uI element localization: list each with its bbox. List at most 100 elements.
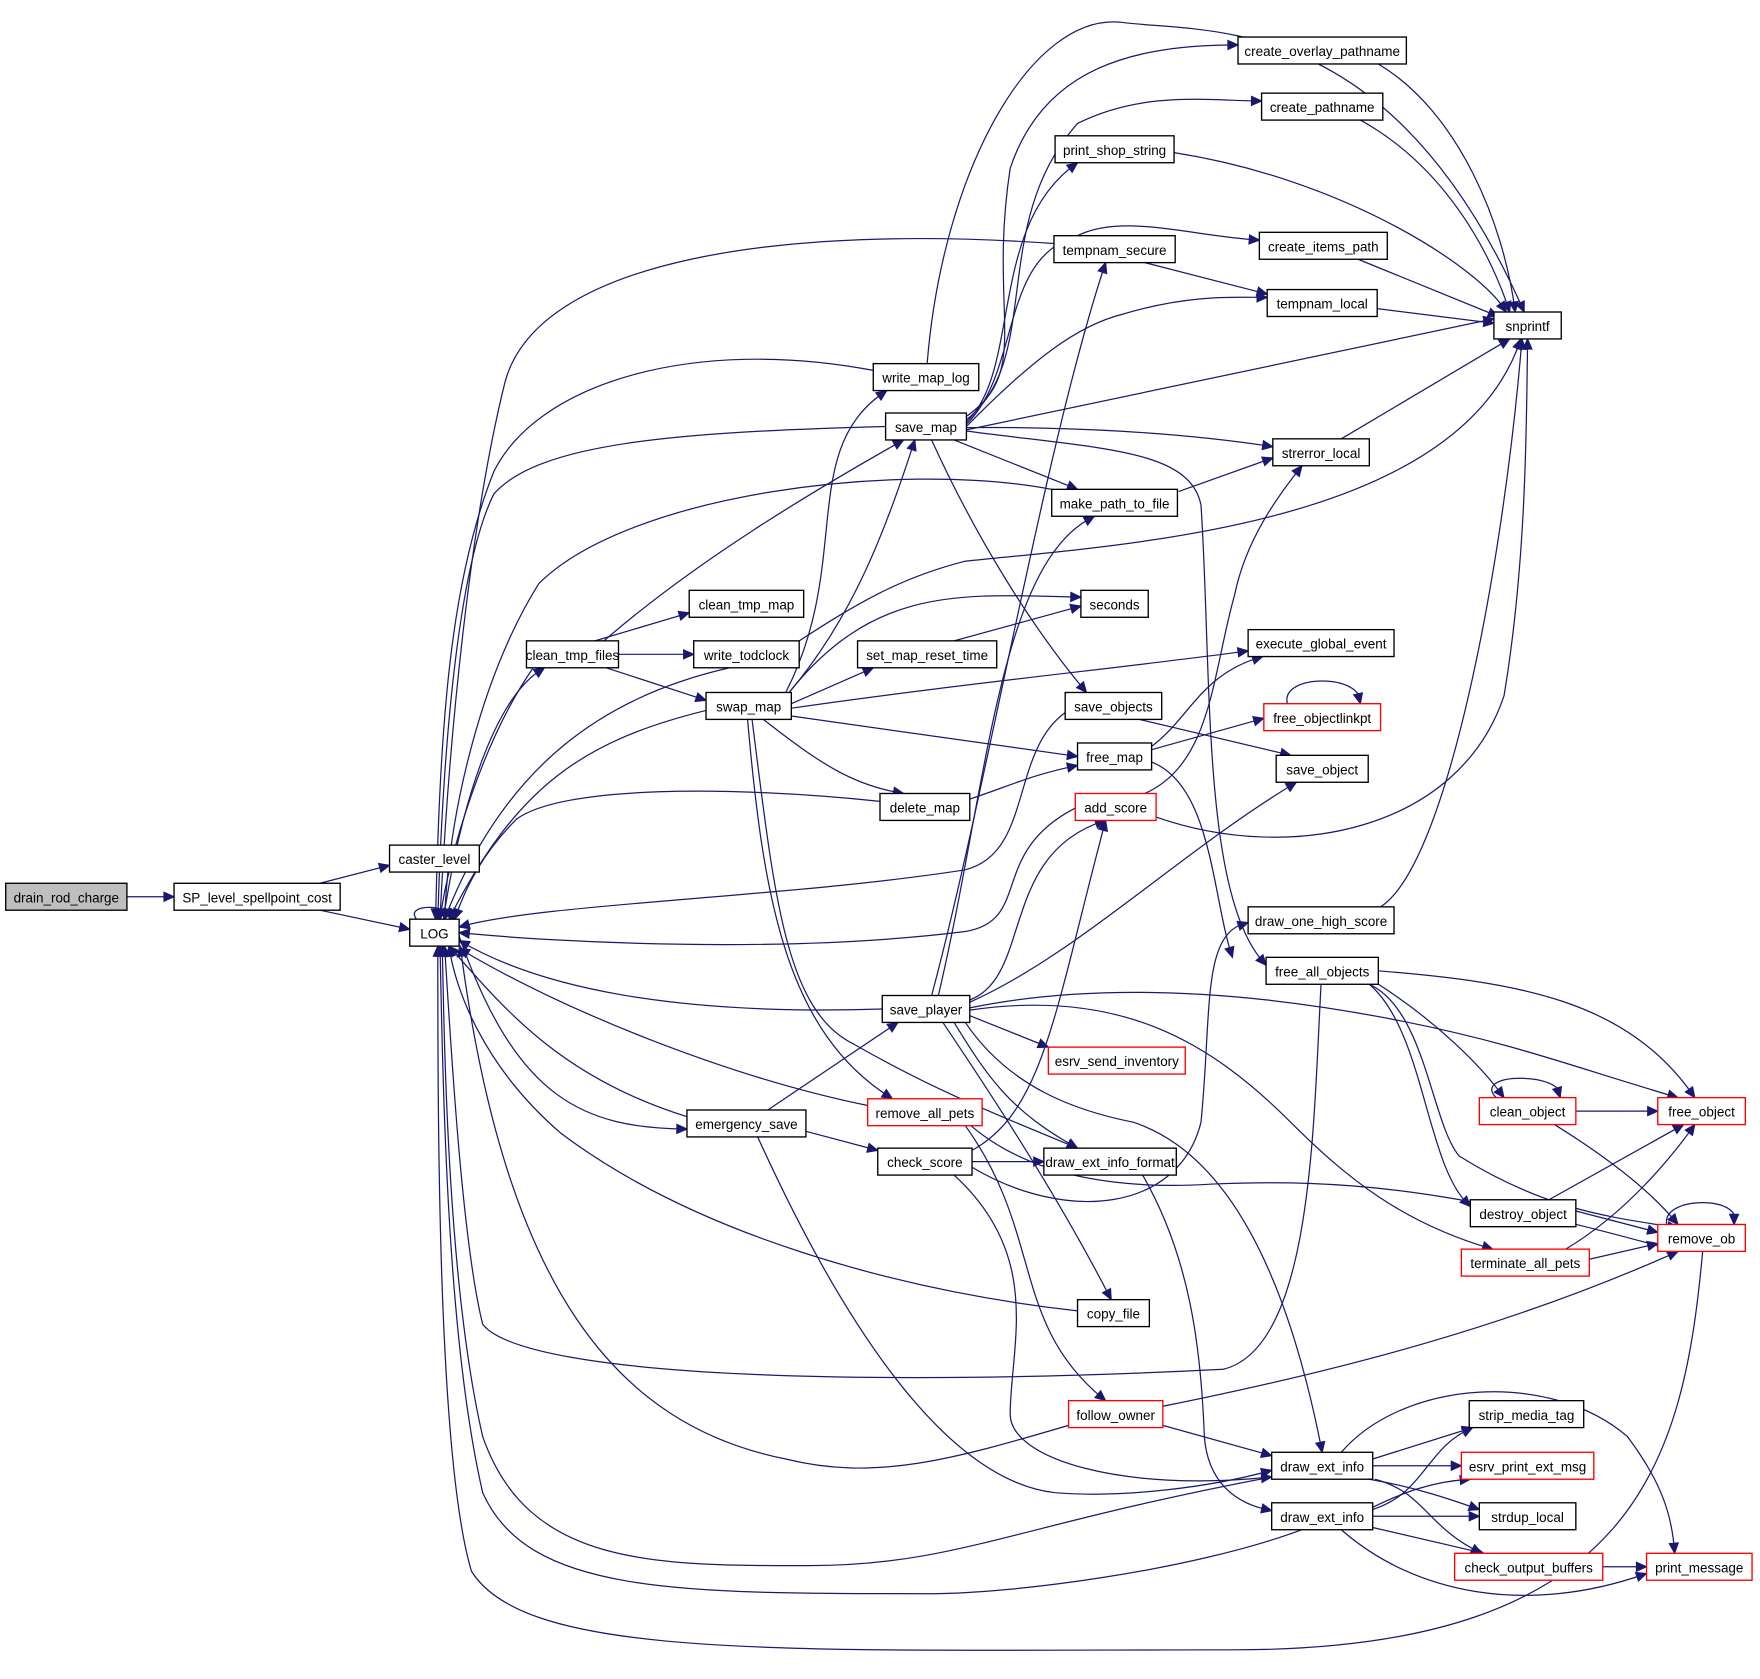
node-drain-rod-charge[interactable]: drain_rod_charge — [5, 882, 128, 911]
node-terminate-all-pets[interactable]: terminate_all_pets — [1460, 1248, 1590, 1277]
node-remove-all-pets[interactable]: remove_all_pets — [866, 1098, 983, 1127]
node-esrv-send-inventory[interactable]: esrv_send_inventory — [1047, 1046, 1186, 1075]
node-label: free_map — [1086, 750, 1143, 765]
node-label: terminate_all_pets — [1470, 1256, 1580, 1271]
edge-destroy_object-to-free_object — [1548, 1123, 1685, 1201]
node-save-player[interactable]: save_player — [881, 994, 971, 1024]
node-strdup-local[interactable]: strdup_local — [1478, 1502, 1577, 1531]
node-create-overlay-pathname[interactable]: create_overlay_pathname — [1237, 36, 1408, 65]
node-esrv-print-ext-msg[interactable]: esrv_print_ext_msg — [1460, 1451, 1595, 1480]
edge-line — [953, 1174, 1272, 1482]
edge-free_objectlinkpt-to-free_objectlinkpt — [1286, 680, 1364, 706]
edge-tempnam_local-to-snprintf-arrowhead — [1482, 316, 1496, 328]
edge-line — [791, 667, 874, 705]
node-label: draw_ext_info_format — [1045, 1155, 1175, 1170]
node-label: save_player — [890, 1003, 963, 1018]
node-copy-file[interactable]: copy_file — [1076, 1298, 1151, 1328]
edge-SP_level_spellpoint_cost-to-caster_level — [319, 862, 391, 884]
node-set-map-reset-time[interactable]: set_map_reset_time — [856, 640, 998, 669]
node-draw-one-high-score[interactable]: draw_one_high_score — [1247, 906, 1395, 935]
node-emergency-save[interactable]: emergency_save — [686, 1109, 807, 1138]
node-delete-map[interactable]: delete_map — [879, 792, 971, 822]
edge-save_map-to-print_shop_string — [965, 161, 1079, 423]
edge-emergency_save-to-save_player — [767, 1021, 900, 1111]
node-swap-map[interactable]: swap_map — [705, 691, 793, 721]
node-snprintf[interactable]: snprintf — [1493, 311, 1562, 340]
node-label: draw_one_high_score — [1255, 914, 1387, 929]
node-box — [1247, 628, 1395, 658]
node-box — [388, 844, 481, 873]
edge-swap_map-to-delete_map — [762, 718, 905, 797]
node-box — [1247, 906, 1395, 935]
edge-save_objects-to-LOG — [457, 712, 1066, 930]
node-box — [173, 882, 341, 911]
node-save-object[interactable]: save_object — [1275, 754, 1369, 783]
node-box — [1460, 1451, 1595, 1480]
edge-line — [1340, 1391, 1676, 1554]
node-save-objects[interactable]: save_objects — [1064, 691, 1163, 721]
node-add-score[interactable]: add_score — [1074, 792, 1157, 822]
node-box — [1645, 1552, 1753, 1581]
node-strerror-local[interactable]: strerror_local — [1272, 438, 1371, 467]
node-label: snprintf — [1506, 319, 1550, 334]
node-seconds[interactable]: seconds — [1080, 589, 1149, 618]
node-print-shop-string[interactable]: print_shop_string — [1054, 135, 1175, 164]
node-free-object[interactable]: free_object — [1657, 1096, 1746, 1126]
edge-line — [1372, 1478, 1471, 1508]
node-box — [856, 640, 998, 669]
node-free-objectlinkpt[interactable]: free_objectlinkpt — [1263, 703, 1382, 732]
edge-line — [969, 1015, 1049, 1048]
node-box — [1275, 754, 1369, 783]
node-check-output-buffers[interactable]: check_output_buffers — [1453, 1552, 1604, 1581]
node-box — [705, 691, 793, 721]
node-print-message[interactable]: print_message — [1645, 1552, 1753, 1581]
edge-check_score-to-add_score-arrowhead — [1097, 819, 1109, 833]
edge-save_map-to-strerror_local-arrowhead — [1261, 439, 1275, 451]
node-clean-object[interactable]: clean_object — [1478, 1096, 1577, 1126]
node-tempnam-local[interactable]: tempnam_local — [1266, 288, 1378, 318]
node-draw-ext-info-format[interactable]: draw_ext_info_format — [1043, 1147, 1177, 1176]
node-strip-media-tag[interactable]: strip_media_tag — [1468, 1399, 1585, 1429]
node-free-map[interactable]: free_map — [1076, 742, 1153, 771]
edge-draw_ext_info_2-to-LOG — [434, 944, 1303, 1595]
edge-emergency_save-to-save_player-arrowhead — [886, 1021, 900, 1033]
edge-clean_tmp_files-to-clean_tmp_map-arrowhead — [677, 610, 691, 621]
edge-line — [791, 715, 1078, 758]
node-destroy-object[interactable]: destroy_object — [1469, 1199, 1577, 1228]
edge-save_player-to-save_object — [969, 781, 1298, 1003]
edge-line — [458, 712, 1066, 928]
edge-line — [757, 1136, 1272, 1495]
node-tempnam-secure[interactable]: tempnam_secure — [1053, 235, 1176, 264]
edge-line — [1378, 970, 1696, 1098]
node-box — [1258, 231, 1388, 260]
node-write-todclock[interactable]: write_todclock — [693, 640, 800, 669]
node-clean-tmp-files[interactable]: clean_tmp_files — [526, 640, 620, 669]
edge-clean_tmp_files-to-write_todclock — [618, 648, 696, 660]
edge-line — [319, 909, 410, 930]
node-clean-tmp-map[interactable]: clean_tmp_map — [688, 589, 805, 618]
edge-swap_map-to-LOG — [448, 709, 707, 921]
node-create-items-path[interactable]: create_items_path — [1258, 231, 1388, 260]
node-sp-level-spellpoint-cost[interactable]: SP_level_spellpoint_cost — [173, 882, 341, 911]
node-caster-level[interactable]: caster_level — [388, 844, 481, 873]
node-log[interactable]: LOG — [409, 918, 460, 947]
node-box — [1493, 311, 1562, 340]
node-create-pathname[interactable]: create_pathname — [1260, 92, 1384, 121]
edge-emergency_save-to-check_score-arrowhead — [866, 1142, 880, 1153]
edge-line — [1589, 1242, 1658, 1260]
node-remove-ob[interactable]: remove_ob — [1657, 1223, 1746, 1253]
edge-free_all_objects-to-clean_object — [1374, 981, 1505, 1099]
node-label: LOG — [420, 926, 448, 941]
node-label: save_objects — [1074, 700, 1153, 715]
node-make-path-to-file[interactable]: make_path_to_file — [1051, 488, 1179, 517]
node-execute-global-event[interactable]: execute_global_event — [1247, 628, 1395, 658]
node-save-map[interactable]: save_map — [884, 412, 968, 441]
node-free-all-objects[interactable]: free_all_objects — [1265, 956, 1379, 985]
node-check-score[interactable]: check_score — [877, 1147, 973, 1176]
node-draw-ext-info-2[interactable]: draw_ext_info — [1271, 1502, 1374, 1531]
node-follow-owner[interactable]: follow_owner — [1067, 1399, 1164, 1429]
node-draw-ext-info-1[interactable]: draw_ext_info — [1271, 1451, 1374, 1480]
node-write-map-log[interactable]: write_map_log — [872, 362, 980, 392]
edge-save_player-to-add_score — [969, 818, 1107, 1001]
node-label: add_score — [1084, 801, 1147, 816]
